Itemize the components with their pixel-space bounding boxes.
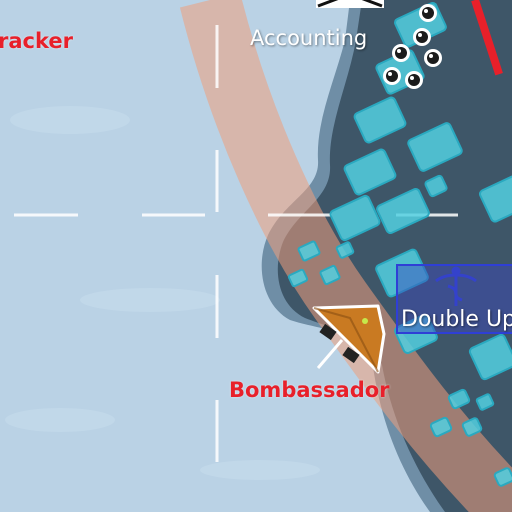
bomb-icon: [424, 49, 442, 67]
water-texture: [5, 106, 320, 480]
island: [277, 0, 512, 512]
caduceus-icon: [435, 266, 477, 306]
enemy-direction-indicator: [471, 0, 503, 76]
bomb-icons: [383, 4, 442, 89]
powerup-box[interactable]: [396, 264, 512, 334]
crosshair: [14, 25, 458, 462]
bomb-icon: [413, 28, 431, 46]
player-name-label: Bombassador: [229, 378, 390, 402]
envelope-icon: [316, 0, 384, 8]
bomb-icon: [383, 67, 401, 85]
flight-path: [179, 0, 512, 512]
bomb-icon: [405, 71, 423, 89]
fighter-jet-icon: [312, 304, 386, 374]
bomb-icon: [392, 44, 410, 62]
accounting-label: Accounting: [250, 26, 368, 50]
enemy-label-tracker: racker: [0, 29, 73, 53]
powerup-label: Double Up: [401, 307, 512, 332]
bomb-icon: [419, 4, 437, 22]
